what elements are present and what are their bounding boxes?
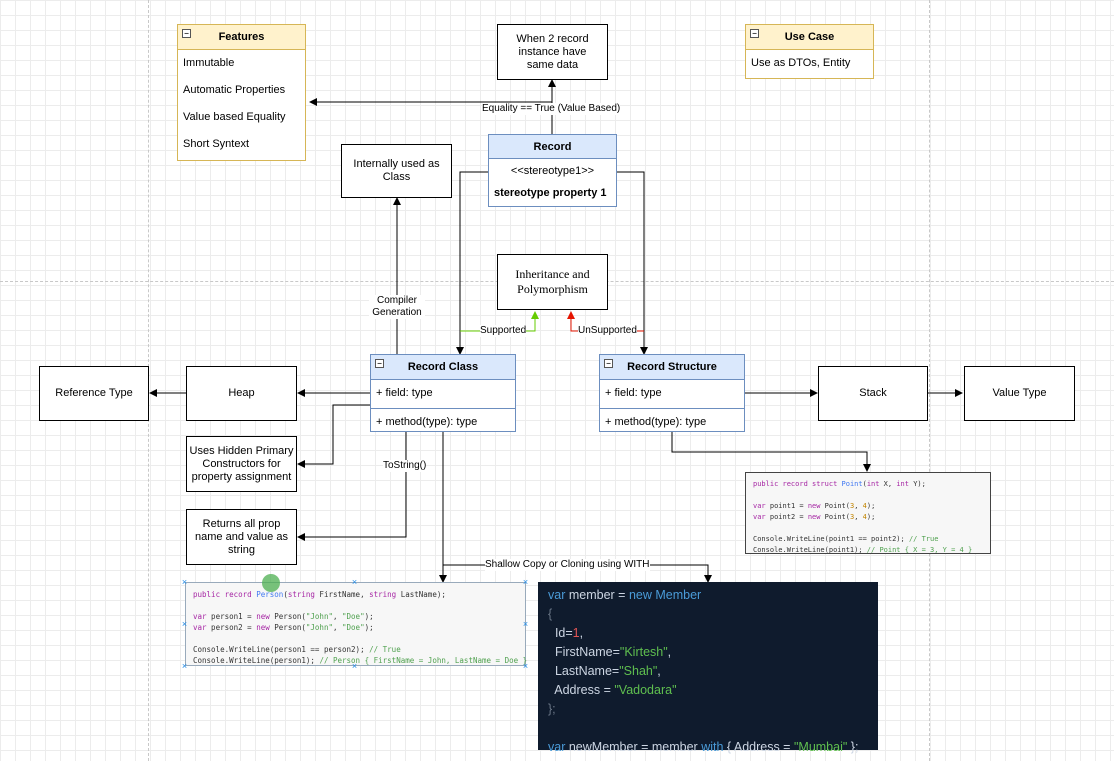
stack-box[interactable]: Stack: [818, 366, 928, 421]
collapse-icon[interactable]: −: [750, 29, 759, 38]
code-line: LastName="Shah",: [548, 664, 661, 678]
with-code-block[interactable]: var member = new Member { Id=1, FirstNam…: [538, 582, 878, 754]
record-class-title: Record Class: [407, 361, 479, 373]
resize-handle[interactable]: ×: [351, 661, 358, 671]
heap-text: Heap: [228, 387, 255, 399]
value-type-text: Value Type: [992, 387, 1047, 399]
record-class-box[interactable]: − Record Class + field: type + method(ty…: [370, 354, 516, 432]
collapse-icon[interactable]: −: [182, 29, 191, 38]
class-code-block[interactable]: public record Person(string FirstName, s…: [185, 582, 528, 666]
use-case-header: − Use Case: [746, 25, 873, 50]
code-line: };: [548, 702, 556, 716]
resize-handle[interactable]: ×: [522, 661, 529, 671]
inheritance-text: Inheritance and Polymorphism: [515, 267, 590, 296]
resize-handle[interactable]: ×: [181, 577, 188, 587]
use-case-box[interactable]: − Use Case Use as DTOs, Entity: [745, 24, 874, 79]
value-type-box[interactable]: Value Type: [964, 366, 1075, 421]
features-item: Immutable: [183, 57, 235, 69]
code-line: var point2 = new Point(3, 4);: [753, 513, 876, 521]
label-tostring: ToString(): [383, 460, 427, 472]
arrow-record-to-struct: [617, 171, 648, 355]
features-title: Features: [218, 31, 265, 43]
hidden-constructor-box[interactable]: Uses Hidden Primary Constructors for pro…: [186, 436, 297, 492]
code-line: Console.WriteLine(person1); // Person { …: [193, 656, 528, 665]
returns-all-box[interactable]: Returns all prop name and value as strin…: [186, 509, 297, 565]
internal-class-box[interactable]: Internally used as Class: [341, 144, 452, 198]
equality-box-text: When 2 record instance have same data: [516, 32, 589, 71]
returns-all-text: Returns all prop name and value as strin…: [195, 517, 288, 556]
collapse-icon[interactable]: −: [375, 359, 384, 368]
record-struct-header: − Record Structure: [600, 355, 744, 380]
features-item: Automatic Properties: [183, 84, 286, 96]
struct-code-block[interactable]: public record struct Point(int X, int Y)…: [745, 472, 991, 554]
code-line: var person1 = new Person("John", "Doe");: [193, 612, 374, 621]
code-line: var point1 = new Point(3, 4);: [753, 502, 876, 510]
record-class-header: − Record Class: [371, 355, 515, 380]
record-stereotype: <<stereotype1>>: [489, 158, 616, 183]
resize-handle[interactable]: ×: [181, 619, 188, 629]
code-line: public record Person(string FirstName, s…: [193, 590, 446, 599]
use-case-title: Use Case: [784, 31, 835, 43]
internal-class-text: Internally used as Class: [353, 158, 440, 183]
features-item: Short Syntext: [183, 138, 250, 150]
label-equality: Equality == True (Value Based): [482, 103, 621, 115]
code-line: var member = new Member: [548, 588, 702, 602]
record-header: Record: [489, 135, 616, 158]
record-struct-box[interactable]: − Record Structure + field: type + metho…: [599, 354, 745, 432]
use-case-item: Use as DTOs, Entity: [751, 57, 851, 69]
code-line: Console.WriteLine(person1 == person2); /…: [193, 645, 401, 654]
code-line: {: [548, 607, 553, 621]
reference-type-text: Reference Type: [55, 387, 133, 399]
features-header: − Features: [178, 25, 305, 50]
resize-handle[interactable]: ×: [522, 619, 529, 629]
record-class-diagram[interactable]: Record <<stereotype1>> stereotype proper…: [488, 134, 617, 207]
code-line: var person2 = new Person("John", "Doe");: [193, 623, 374, 632]
code-line: Console.WriteLine(point1); // Point { X …: [753, 546, 973, 554]
stack-text: Stack: [859, 387, 887, 399]
code-line: var newMember = member with { Address = …: [548, 740, 859, 754]
label-shallow-copy: Shallow Copy or Cloning using WITH: [485, 559, 650, 571]
code-line: public record struct Point(int X, int Y)…: [753, 480, 926, 488]
page-break-vertical: [929, 0, 930, 761]
code-line: FirstName="Kirtesh",: [548, 645, 672, 659]
label-supported: Supported: [480, 325, 527, 337]
record-struct-method: + method(type): type: [605, 416, 707, 428]
arrow-struct-to-code: [671, 432, 871, 472]
label-unsupported: UnSupported: [578, 325, 637, 337]
record-property: stereotype property 1: [494, 187, 607, 199]
reference-type-box[interactable]: Reference Type: [39, 366, 149, 421]
resize-handle[interactable]: ×: [181, 661, 188, 671]
arrow-class-to-hidden-ctor: [297, 404, 370, 468]
cursor-highlight: [262, 574, 280, 592]
record-struct-field: + field: type: [605, 387, 662, 399]
code-line: Address = "Vadodara": [548, 683, 677, 697]
code-line: Id=1,: [548, 626, 584, 640]
record-title: Record: [533, 140, 572, 153]
record-struct-title: Record Structure: [627, 361, 717, 373]
collapse-icon[interactable]: −: [604, 359, 613, 368]
equality-box[interactable]: When 2 record instance have same data: [497, 24, 608, 80]
record-class-field: + field: type: [376, 387, 433, 399]
heap-box[interactable]: Heap: [186, 366, 297, 421]
resize-handle[interactable]: ×: [351, 577, 358, 587]
hidden-constructor-text: Uses Hidden Primary Constructors for pro…: [189, 444, 294, 483]
record-class-method: + method(type): type: [376, 416, 478, 428]
inheritance-box[interactable]: Inheritance and Polymorphism: [497, 254, 608, 310]
divider: [371, 408, 515, 409]
divider: [600, 408, 744, 409]
arrow-record-to-class: [456, 171, 488, 355]
arrow-tostring: [297, 432, 407, 541]
features-box[interactable]: − Features Immutable Automatic Propertie…: [177, 24, 306, 161]
code-line: Console.WriteLine(point1 == point2); // …: [753, 535, 939, 543]
features-item: Value based Equality: [183, 111, 286, 123]
resize-handle[interactable]: ×: [522, 577, 529, 587]
label-compiler-generation: Compiler Generation: [369, 295, 425, 319]
